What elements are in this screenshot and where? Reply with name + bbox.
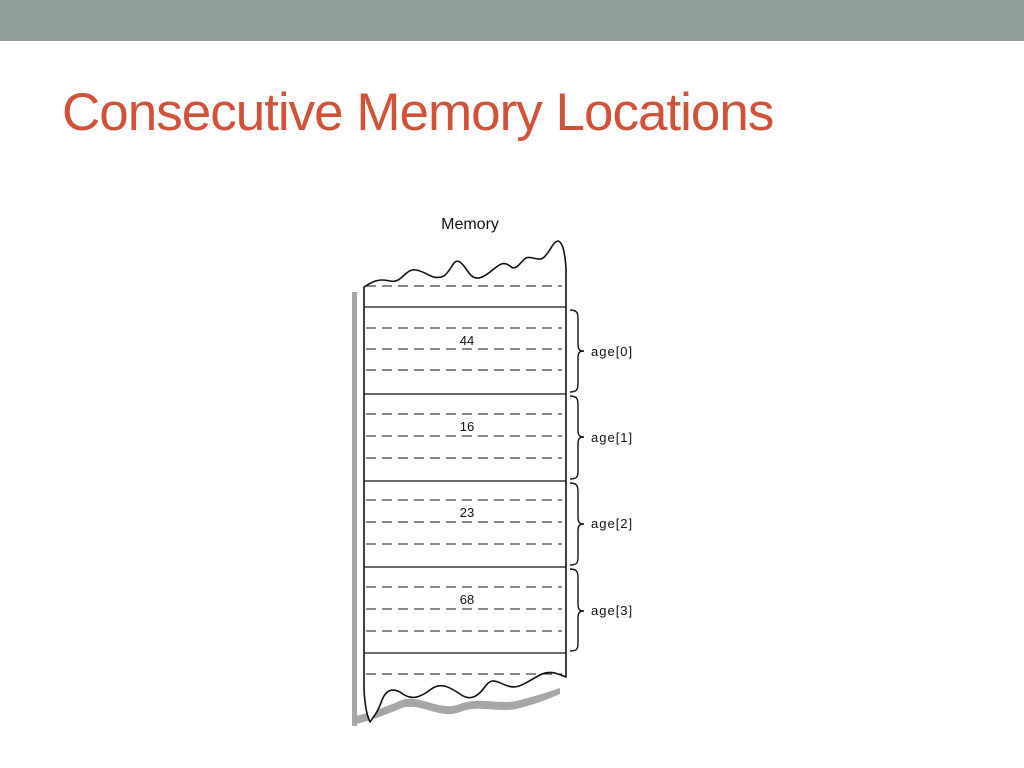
brace-icon [569, 568, 585, 652]
array-element-1: 16 age[1] [364, 395, 633, 482]
element-value-3: 68 [460, 592, 474, 607]
brace-icon [569, 482, 585, 566]
element-value-2: 23 [460, 505, 474, 520]
brace-icon [569, 309, 585, 393]
element-value-1: 16 [460, 419, 474, 434]
element-label-3: age[3] [591, 603, 633, 618]
memory-caption: Memory [441, 216, 499, 233]
array-element-0: 44 age[0] [364, 309, 633, 395]
memory-strip-shadow-bottom [356, 688, 560, 724]
element-label-0: age[0] [591, 344, 633, 359]
array-element-2: 23 age[2] [364, 482, 633, 568]
element-label-2: age[2] [591, 516, 633, 531]
array-element-3: 68 age[3] [366, 568, 633, 652]
slide-title: Consecutive Memory Locations [62, 83, 774, 142]
element-label-1: age[1] [591, 430, 633, 445]
element-value-0: 44 [460, 333, 474, 348]
brace-icon [569, 395, 585, 480]
memory-strip-shadow [352, 292, 357, 726]
top-accent-bar [0, 0, 1024, 41]
